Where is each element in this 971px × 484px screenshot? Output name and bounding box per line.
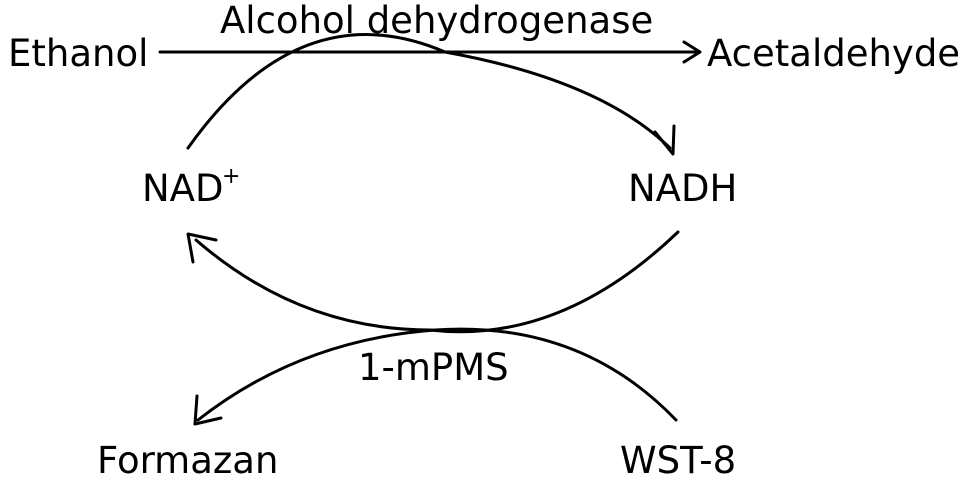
nad-plus-label: NAD + xyxy=(142,164,240,210)
nad-to-nadh-arc xyxy=(186,33,676,156)
enzyme-label: Alcohol dehydrogenase xyxy=(220,0,653,42)
nad-label: NAD xyxy=(142,167,223,210)
mediator-label: 1-mPMS xyxy=(358,346,509,389)
ethanol-to-acetaldehyde-arrow xyxy=(158,40,702,64)
formazan-label: Formazan xyxy=(97,439,278,482)
nadh-label: NADH xyxy=(628,167,737,210)
nad-superscript: + xyxy=(222,164,240,189)
nadh-to-nad-arc xyxy=(186,230,680,334)
ethanol-label: Ethanol xyxy=(8,32,148,75)
wst8-label: WST-8 xyxy=(620,439,736,482)
wst8-to-formazan-arc xyxy=(193,327,678,426)
acetaldehyde-label: Acetaldehyde xyxy=(707,32,960,75)
